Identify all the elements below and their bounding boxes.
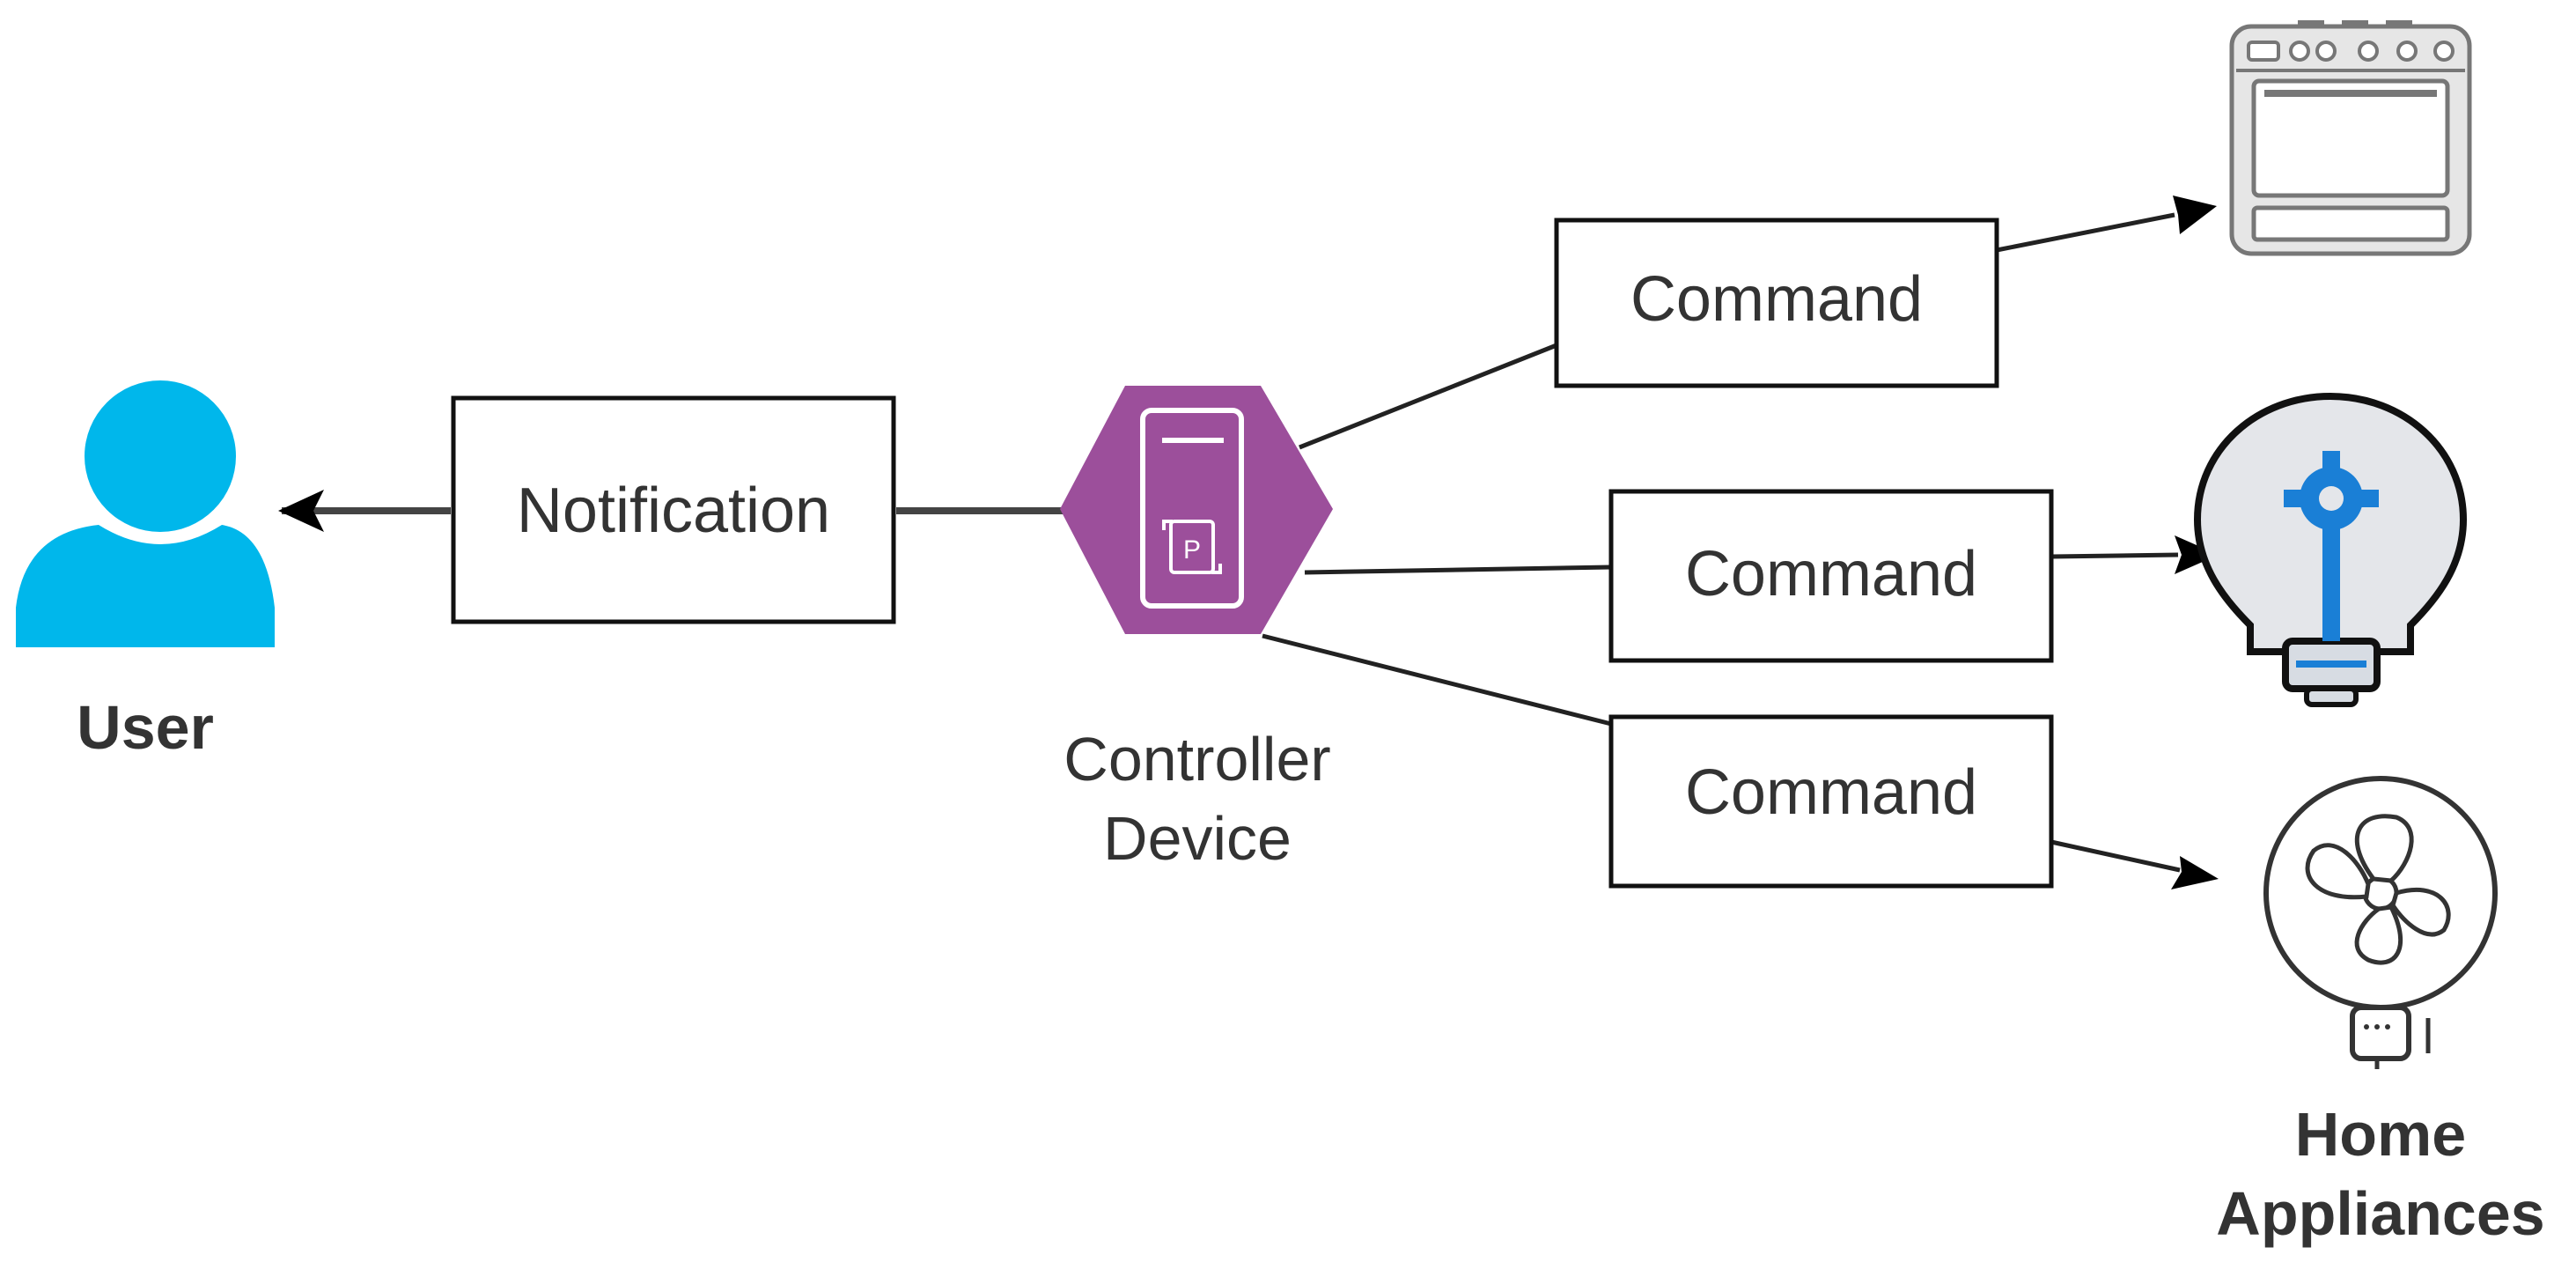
- connector-command-top-to-oven: [1996, 212, 2175, 253]
- command-bottom-label: Command: [1685, 757, 1977, 828]
- connector-controller-to-command-bottom: [1262, 633, 1612, 727]
- command-box-middle: Command: [1608, 489, 2054, 663]
- controller-label-line1: Controller: [1064, 725, 1330, 793]
- smart-bulb-icon: [2193, 392, 2468, 707]
- connector-controller-to-command-top: [1299, 343, 1557, 450]
- appliances-label-line1: Home: [2295, 1100, 2466, 1169]
- command-box-top: Command: [1554, 218, 1999, 388]
- fan-icon: [2263, 776, 2498, 1069]
- gear-icon: [2284, 451, 2379, 641]
- connector-command-bottom-to-fan: [2050, 839, 2181, 873]
- svg-text:P: P: [1183, 535, 1201, 565]
- oven-icon: [2229, 20, 2472, 256]
- controller-label-line2: Device: [1103, 804, 1292, 873]
- user-label: User: [77, 693, 214, 762]
- controller-device-icon: P: [1060, 386, 1333, 634]
- arrowhead-user: [278, 490, 324, 532]
- connector-command-middle-to-bulb: [2050, 552, 2179, 559]
- user-icon: [16, 380, 275, 647]
- notification-box: Notification: [451, 395, 896, 624]
- arrowhead-oven: [2173, 196, 2217, 234]
- connector-controller-to-command-middle: [1304, 565, 1612, 575]
- arrowhead-bulb: [2175, 535, 2219, 574]
- appliances-label-line2: Appliances: [2216, 1179, 2544, 1248]
- command-box-bottom: Command: [1608, 714, 2054, 889]
- command-middle-label: Command: [1685, 539, 1977, 609]
- notification-label: Notification: [517, 476, 830, 546]
- arrowhead-fan: [2171, 856, 2219, 889]
- command-top-label: Command: [1630, 264, 1923, 335]
